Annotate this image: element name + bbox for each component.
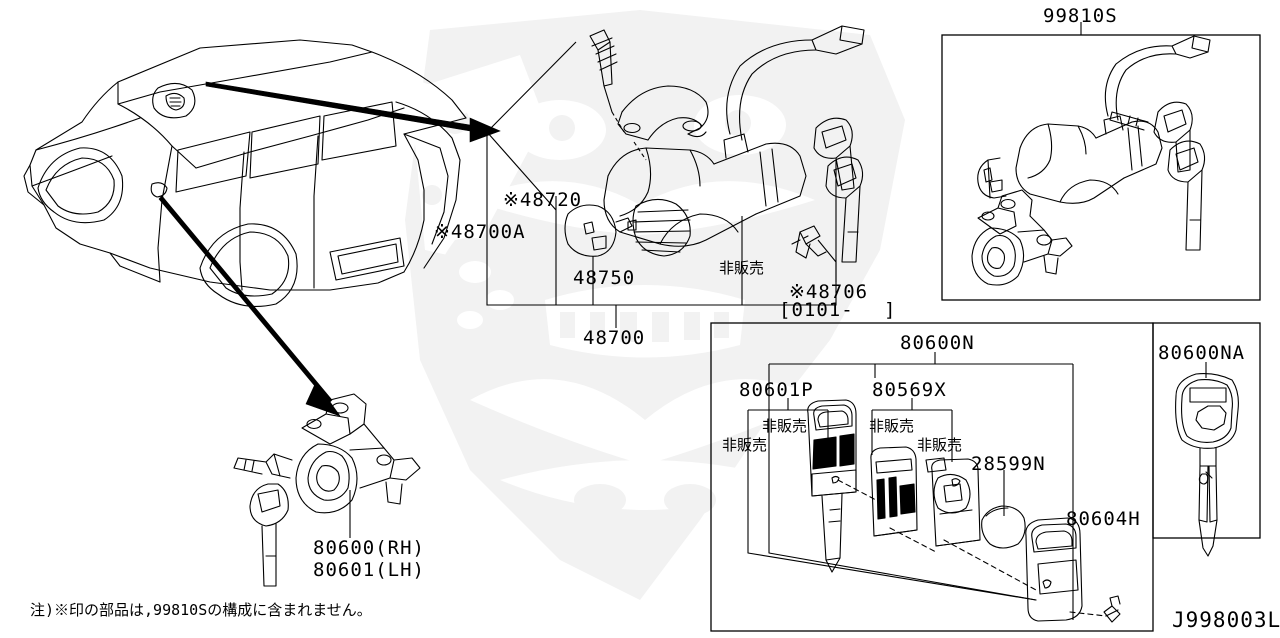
- remote-key-art: [747, 399, 1121, 623]
- diagram-footnote: 注)※印の部品は,99810Sの構成に含まれません。: [30, 601, 372, 619]
- not-for-sale-label-steering: 非販売: [719, 259, 765, 277]
- date-range-start-48706: [0101-: [779, 299, 854, 321]
- not-for-sale-label-80601p-outer: 非販売: [722, 436, 768, 454]
- part-label-80600-rh: 80600(RH): [313, 537, 425, 559]
- part-label-80601-lh: 80601(LH): [313, 559, 425, 581]
- part-label-48706: ※48706: [789, 281, 869, 303]
- not-for-sale-label-transmitter: 非販売: [917, 436, 963, 454]
- diagram-id: J998003L: [1172, 608, 1280, 632]
- part-label-80600na: 80600NA: [1158, 342, 1246, 364]
- vehicle-illustration: [23, 39, 467, 307]
- key-blank-art: [1175, 373, 1239, 557]
- part-label-48700: 48700: [583, 327, 646, 349]
- part-label-48720: ※48720: [503, 189, 583, 211]
- part-label-80600n: 80600N: [900, 332, 975, 354]
- part-label-48750: 48750: [573, 267, 636, 289]
- callout-arrow-door: [158, 195, 341, 417]
- part-label-99810s: 99810S: [1043, 5, 1118, 27]
- remote-key-brackets: [747, 352, 1207, 620]
- remote-key-box: [710, 322, 1261, 632]
- key-set-box: [941, 34, 1261, 301]
- part-label-80601p: 80601P: [739, 379, 814, 401]
- key-set-art: [971, 35, 1211, 286]
- steering-lock-assembly-art: [564, 25, 865, 263]
- part-label-48700a: ※48700A: [434, 221, 526, 243]
- not-for-sale-label-80569x: 非販売: [869, 417, 915, 435]
- not-for-sale-label-80601p: 非販売: [762, 417, 808, 435]
- part-label-28599n: 28599N: [971, 453, 1046, 475]
- background-watermark-details: [210, 55, 820, 516]
- callout-arrow-ignition: [205, 81, 501, 143]
- door-lock-art: [233, 393, 421, 587]
- leader-lines-steering-lock: [486, 41, 837, 328]
- date-range-end-48706: ]: [884, 299, 897, 321]
- part-label-80604h: 80604H: [1066, 508, 1141, 530]
- part-label-80569x: 80569X: [872, 379, 947, 401]
